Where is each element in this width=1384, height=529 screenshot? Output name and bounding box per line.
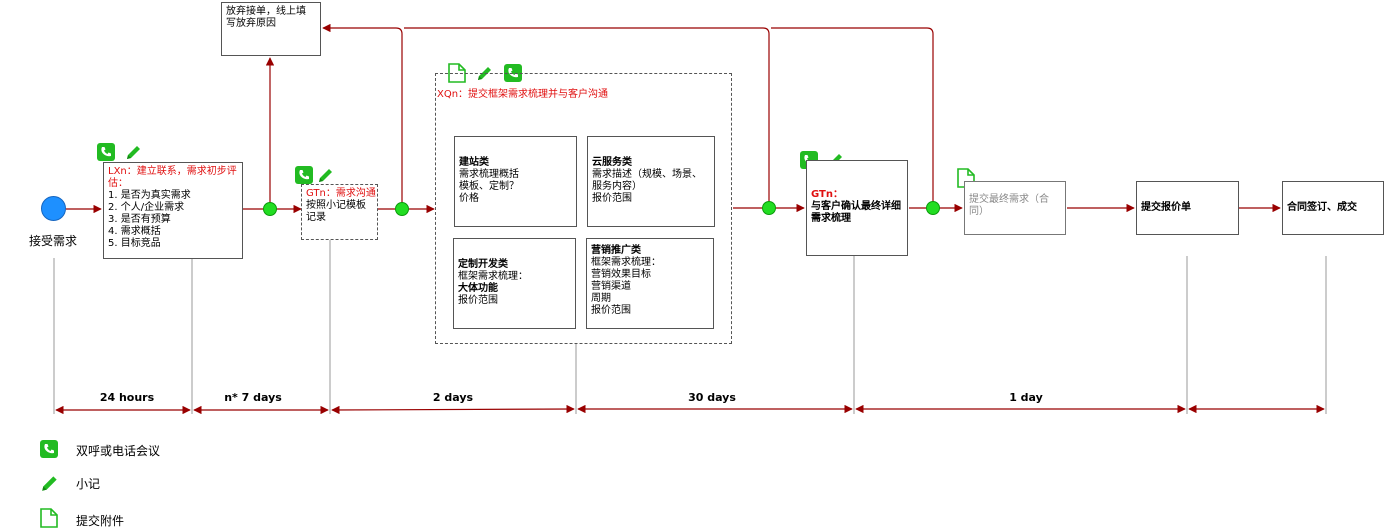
pencil-icon — [42, 476, 57, 491]
gt2-box: GTn： 与客户确认最终详细 需求梳理 — [806, 160, 908, 256]
card-line: 框架需求梳理： — [591, 257, 661, 268]
lx-item: 2. 个人/企业需求 — [108, 202, 185, 213]
abandon-text-line: 写放弃原因 — [226, 18, 276, 29]
phone-icon — [295, 166, 313, 184]
card-line: 服务内容） — [592, 181, 642, 192]
card-line: 报价范围 — [592, 193, 632, 204]
junction-node — [762, 201, 776, 215]
gt1-body-line: 按照小记模板 — [306, 200, 366, 211]
gt2-title: GTn： — [811, 189, 843, 200]
pencil-icon — [319, 169, 332, 182]
phone-icon — [97, 143, 115, 161]
card-title: 定制开发类 — [458, 259, 508, 270]
abandon-box: 放弃接单，线上填 写放弃原因 — [221, 2, 321, 56]
legend-label: 双呼或电话会议 — [76, 444, 161, 458]
duration-label: 1 day — [1009, 391, 1043, 404]
final-req-line: 提交最终需求（合 — [969, 194, 1049, 205]
card-line: 大体功能 — [458, 283, 498, 294]
gt1-box: GTn：需求沟通 按照小记模板 记录 — [301, 184, 378, 240]
gt1-title: GTn：需求沟通 — [306, 188, 376, 199]
document-icon — [40, 508, 58, 528]
xq-card-jianzhan: 建站类 需求梳理概括 模板、定制？ 价格 — [454, 136, 577, 227]
document-icon — [448, 63, 466, 83]
contract-box: 合同签订、成交 — [1282, 181, 1384, 235]
card-line: 框架需求梳理： — [458, 271, 528, 282]
duration-label: 24 hours — [99, 391, 155, 404]
card-line: 周期 — [591, 293, 611, 304]
xq-title: XQn：提交框架需求梳理并与客户沟通 — [437, 89, 609, 100]
xq-card-custom-dev: 定制开发类 框架需求梳理： 大体功能 报价范围 — [453, 238, 576, 329]
phone-icon — [40, 440, 58, 458]
gt2-body-line: 需求梳理 — [811, 213, 851, 224]
xq-card-marketing: 营销推广类 框架需求梳理： 营销效果目标 营销渠道 周期 报价范围 — [586, 238, 714, 329]
gt2-body-line: 与客户确认最终详细 — [811, 201, 901, 212]
junction-node — [395, 202, 409, 216]
pencil-icon — [127, 146, 140, 159]
junction-node — [926, 201, 940, 215]
card-title: 营销推广类 — [591, 245, 641, 256]
junction-node — [263, 202, 277, 216]
start-label: 接受需求 — [29, 234, 78, 248]
quote-label: 提交报价单 — [1141, 202, 1191, 213]
card-line: 需求描述（规模、场景、 — [592, 169, 702, 180]
card-line: 需求梳理概括 — [459, 169, 519, 180]
lx-item: 4. 需求概括 — [108, 226, 161, 237]
lx-box: LXn：建立联系，需求初步评估： 1. 是否为真实需求 2. 个人/企业需求 3… — [103, 162, 243, 259]
xq-group: XQn：提交框架需求梳理并与客户沟通 — [435, 73, 732, 344]
legend-label: 小记 — [76, 477, 101, 491]
lx-item: 1. 是否为真实需求 — [108, 190, 191, 201]
card-line: 营销渠道 — [591, 281, 631, 292]
card-line: 价格 — [459, 193, 479, 204]
abandon-text-line: 放弃接单，线上填 — [226, 6, 306, 17]
card-line: 模板、定制？ — [459, 181, 519, 192]
duration-label: 30 days — [688, 391, 736, 404]
card-line: 报价范围 — [591, 305, 631, 316]
lx-item: 3. 是否有预算 — [108, 214, 171, 225]
legend-label: 提交附件 — [76, 514, 125, 528]
gt1-body-line: 记录 — [306, 212, 326, 223]
final-requirement-box: 提交最终需求（合 同） — [964, 181, 1066, 235]
card-line: 营销效果目标 — [591, 269, 651, 280]
start-node — [41, 196, 66, 221]
quote-box: 提交报价单 — [1136, 181, 1239, 235]
duration-label: n* 7 days — [224, 391, 282, 404]
card-title: 云服务类 — [592, 157, 632, 168]
lx-item: 5. 目标竞品 — [108, 238, 161, 249]
lx-title: LXn：建立联系，需求初步评估： — [108, 166, 237, 189]
card-line: 报价范围 — [458, 295, 498, 306]
card-title: 建站类 — [459, 157, 489, 168]
xq-card-cloud: 云服务类 需求描述（规模、场景、 服务内容） 报价范围 — [587, 136, 715, 227]
contract-label: 合同签订、成交 — [1287, 202, 1357, 213]
final-req-line: 同） — [969, 206, 989, 217]
duration-label: 2 days — [432, 391, 474, 404]
